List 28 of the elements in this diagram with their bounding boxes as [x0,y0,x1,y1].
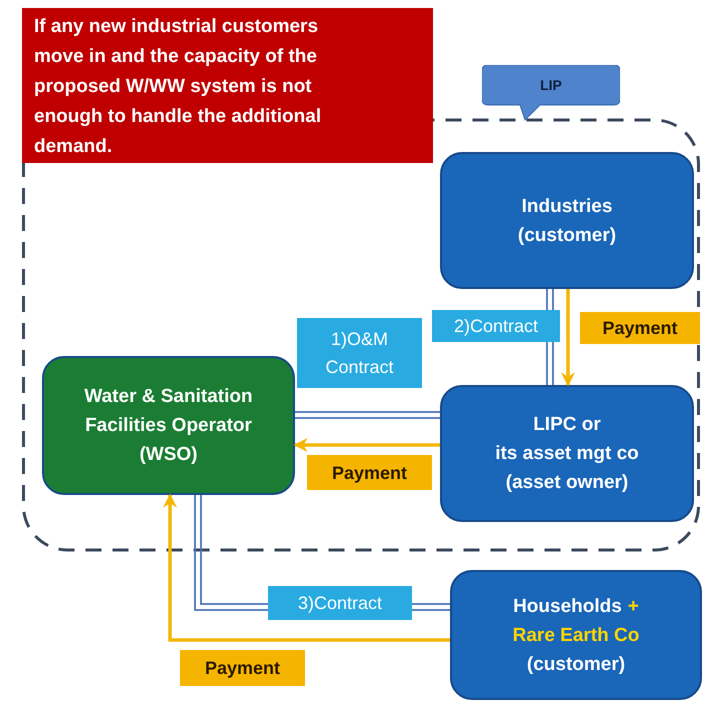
node-text: Households [513,596,622,616]
edge-label: Payment [307,455,432,490]
callout-label: LIP [482,65,620,121]
warning-note: If any new industrial customers move in and the capacity of the proposed W/WW system is not enough to handle the additional demand. [22,8,433,163]
dashed-region [22,65,700,552]
node-text: (customer) [518,224,616,248]
edge-label: Payment [180,650,305,686]
node-text: (customer) [526,652,626,676]
node-text: its asset mgt co [495,442,639,466]
node-text: (asset owner) [504,471,630,495]
edge-label: Payment [580,312,700,344]
double-line [294,411,441,419]
node-text: Industries [520,194,614,218]
process-box [440,385,694,522]
arrow [163,494,450,642]
arrow [294,438,440,452]
process-box [450,570,702,700]
edge-label: 3)Contract [268,586,412,620]
node-text: (WSO) [138,443,199,467]
arrow [561,289,575,386]
node-text: Water & Sanitation Facilities Operator [83,385,254,438]
edge-label: 2)Contract [432,310,560,342]
node-text: Rare Earth Co [512,624,640,648]
node-text: LIPC or [532,413,602,437]
edge-label: 1)O&M Contract [297,318,422,388]
process-box [440,152,694,289]
node-text: + [628,596,639,616]
process-box [42,356,295,495]
